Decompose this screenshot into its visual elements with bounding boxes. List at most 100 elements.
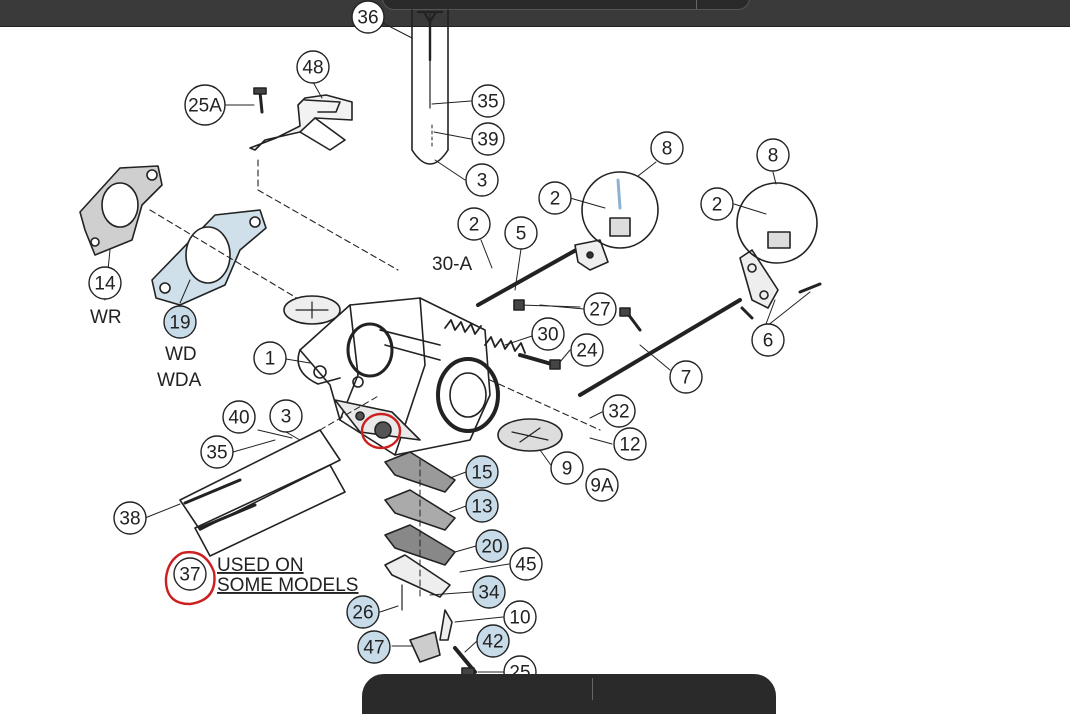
callout-number: 30 <box>537 325 558 346</box>
callout-circle <box>471 84 505 118</box>
idle-spring-30 <box>484 336 561 370</box>
callout-c36: 36 <box>351 0 385 34</box>
callout-c30: 30 <box>531 317 565 351</box>
callout-number: 35 <box>477 92 498 113</box>
callout-circle <box>346 595 380 629</box>
callout-circle <box>253 341 287 375</box>
callout-c9: 9 <box>550 451 584 485</box>
callout-c1: 1 <box>253 341 287 375</box>
callout-circle <box>471 122 505 156</box>
gasket-19 <box>149 209 301 306</box>
callout-c19: 19 <box>163 305 197 339</box>
callout-c3b: 3 <box>269 399 303 433</box>
callout-c47: 47 <box>357 630 391 664</box>
callout-circle <box>570 333 604 367</box>
callout-number: 9 <box>562 459 573 480</box>
callout-c25A: 25A <box>184 84 226 126</box>
bottom-parts <box>401 584 477 677</box>
callout-number: 2 <box>712 195 723 216</box>
spring-30a <box>444 319 482 335</box>
label-some-models: SOME MODELS <box>217 575 358 596</box>
callout-circle <box>173 557 207 591</box>
callout-c9A: 9A <box>585 468 619 502</box>
callout-number: 6 <box>763 331 774 352</box>
callout-number: 13 <box>471 497 492 518</box>
callout-number: 15 <box>471 463 492 484</box>
gasket-14 <box>79 165 163 256</box>
callout-circle <box>163 305 197 339</box>
callout-circle <box>700 187 734 221</box>
callout-circle <box>531 317 565 351</box>
red-markup-circle-37 <box>164 551 216 606</box>
callout-c45: 45 <box>509 547 543 581</box>
label-wda: WDA <box>157 370 202 391</box>
callout-c14: 14 <box>88 266 122 300</box>
callout-c2c: 2 <box>457 207 491 241</box>
callout-c48: 48 <box>296 50 330 84</box>
callout-circle <box>504 216 538 250</box>
callout-circle <box>465 489 499 523</box>
callout-circle <box>88 266 122 300</box>
callout-circle <box>583 292 617 326</box>
callout-number: 25A <box>188 96 222 117</box>
callout-circle <box>650 131 684 165</box>
throttle-disc-9 <box>489 379 601 452</box>
callout-number: 27 <box>589 300 610 321</box>
label-used-on: USED ON <box>217 555 304 576</box>
callout-circle <box>357 630 391 664</box>
callout-c3a: 3 <box>465 163 499 197</box>
callout-circle <box>200 435 234 469</box>
screw-27 <box>513 299 642 332</box>
toolbar-divider <box>592 678 593 700</box>
callout-circle <box>475 529 509 563</box>
callout-number: 42 <box>482 632 503 653</box>
callout-c2b: 2 <box>700 187 734 221</box>
top-toolbar <box>0 0 1070 27</box>
diaphragm-stack <box>384 451 456 601</box>
callout-number: 35 <box>206 443 227 464</box>
callout-c39: 39 <box>471 122 505 156</box>
callout-c6: 6 <box>751 323 785 357</box>
callout-number: 20 <box>481 537 502 558</box>
callout-c15: 15 <box>465 455 499 489</box>
callout-circle <box>465 163 499 197</box>
callout-number: 24 <box>576 341 598 362</box>
callout-number: 5 <box>516 224 527 245</box>
callout-number: 38 <box>119 509 140 530</box>
callout-c40: 40 <box>222 400 256 434</box>
primer-tube <box>411 9 449 165</box>
callout-circle <box>296 50 330 84</box>
callout-number: 26 <box>352 603 373 624</box>
carburetor-body <box>297 297 500 456</box>
callout-c27: 27 <box>583 292 617 326</box>
label-30a: 30-A <box>432 254 472 275</box>
callout-c42: 42 <box>476 624 510 658</box>
detail-circle-8a <box>581 171 659 249</box>
callout-circle <box>113 501 147 535</box>
callout-number: 8 <box>768 146 779 167</box>
callout-number: 10 <box>509 608 530 629</box>
callout-c10: 10 <box>503 600 537 634</box>
callout-circle <box>465 455 499 489</box>
callout-c35a: 35 <box>471 84 505 118</box>
callout-number: 9A <box>590 476 614 497</box>
callout-circle <box>613 427 647 461</box>
bottom-toolbar-pill[interactable] <box>362 674 776 714</box>
callout-number: 47 <box>363 638 384 659</box>
callout-circle <box>669 360 703 394</box>
red-markup-circle-hole <box>360 412 402 450</box>
callout-number: 37 <box>179 565 200 586</box>
callout-circle <box>509 547 543 581</box>
callout-circle <box>269 399 303 433</box>
callout-number: 2 <box>469 215 480 236</box>
callout-c38: 38 <box>113 501 147 535</box>
callout-circle <box>751 323 785 357</box>
callout-number: 14 <box>94 274 116 295</box>
callout-circle <box>538 181 572 215</box>
callout-c7: 7 <box>669 360 703 394</box>
callout-number: 39 <box>477 130 498 151</box>
callout-circle <box>756 138 790 172</box>
callout-c35b: 35 <box>200 435 234 469</box>
detail-circle-8b <box>736 182 818 264</box>
